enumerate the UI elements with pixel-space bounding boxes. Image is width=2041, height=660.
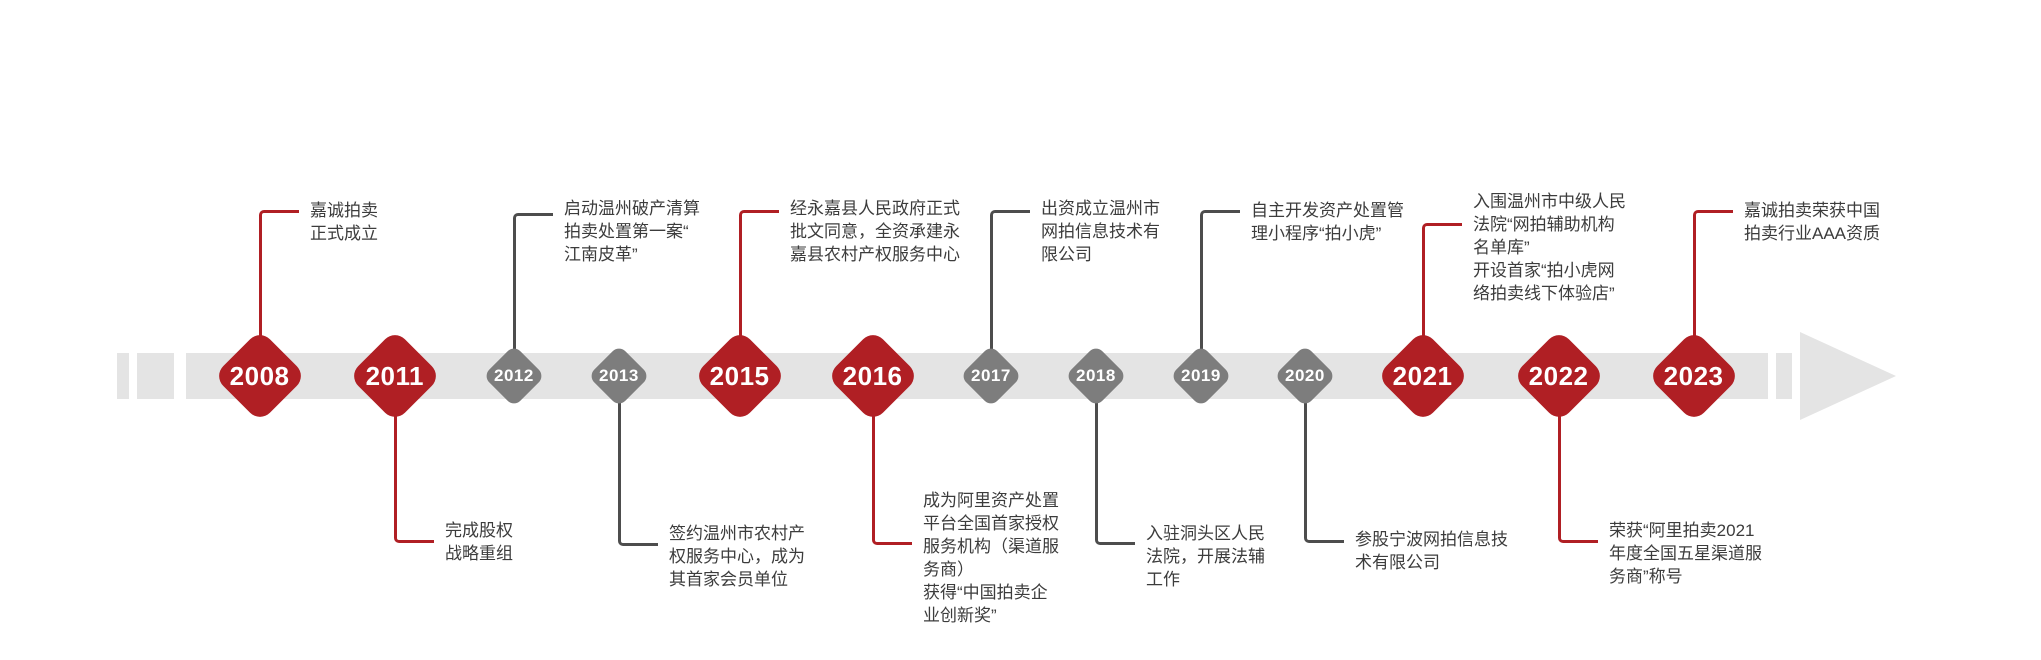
milestone-text: 入驻洞头区人民 法院，开展法辅 工作	[1146, 524, 1265, 589]
timeline-band-segment	[1776, 353, 1792, 399]
timeline-band-segment	[117, 353, 129, 399]
milestone-text: 入围温州市中级人民 法院“网拍辅助机构 名单库” 开设首家“拍小虎网 络拍卖线下…	[1473, 192, 1626, 303]
milestone-text: 出资成立温州市 网拍信息技术有 限公司	[1041, 199, 1160, 264]
milestone-text: 嘉诚拍卖 正式成立	[310, 201, 378, 243]
connector-line	[1557, 376, 1598, 543]
connector-line	[989, 210, 1030, 376]
timeline-band-segment	[137, 353, 174, 399]
connector-line	[1692, 210, 1733, 376]
year-label: 2023	[1664, 360, 1724, 391]
connector-line	[393, 376, 434, 543]
connector-line	[1094, 376, 1135, 545]
year-label: 2020	[1285, 365, 1325, 385]
year-label: 2015	[710, 360, 770, 391]
year-label: 2018	[1076, 365, 1116, 385]
timeline-arrowhead-icon	[1800, 332, 1896, 420]
milestone-text: 签约温州市农村产 权服务中心，成为 其首家会员单位	[669, 524, 805, 589]
milestone-text: 荣获“阿里拍卖2021 年度全国五星渠道服 务商”称号	[1609, 521, 1762, 586]
year-label: 2013	[599, 365, 639, 385]
milestone-text: 经永嘉县人民政府正式 批文同意，全资承建永 嘉县农村产权服务中心	[790, 199, 960, 264]
year-label: 2011	[365, 360, 425, 391]
milestone-text: 完成股权 战略重组	[445, 521, 513, 563]
connector-line	[1303, 376, 1344, 543]
year-label: 2016	[843, 360, 903, 391]
connector-line	[258, 210, 299, 376]
milestone-text: 启动温州破产清算 拍卖处置第一案“ 江南皮革”	[564, 199, 700, 264]
connector-line	[871, 376, 912, 545]
year-label: 2017	[971, 365, 1011, 385]
year-label: 2019	[1181, 365, 1221, 385]
connector-line	[512, 213, 553, 376]
year-label: 2022	[1529, 360, 1589, 391]
year-label: 2012	[494, 365, 534, 385]
year-label: 2021	[1393, 360, 1453, 391]
year-label: 2008	[230, 360, 290, 391]
connector-line	[1421, 223, 1462, 376]
milestone-text: 参股宁波网拍信息技 术有限公司	[1355, 530, 1508, 572]
connector-line	[738, 210, 779, 376]
connector-line	[617, 376, 658, 546]
connector-line	[1199, 210, 1240, 376]
milestone-text: 成为阿里资产处置 平台全国首家授权 服务机构（渠道服 务商） 获得“中国拍卖企 …	[923, 491, 1059, 625]
milestone-text: 自主开发资产处置管 理小程序“拍小虎”	[1251, 201, 1404, 243]
milestone-text: 嘉诚拍卖荣获中国 拍卖行业AAA资质	[1744, 201, 1881, 243]
